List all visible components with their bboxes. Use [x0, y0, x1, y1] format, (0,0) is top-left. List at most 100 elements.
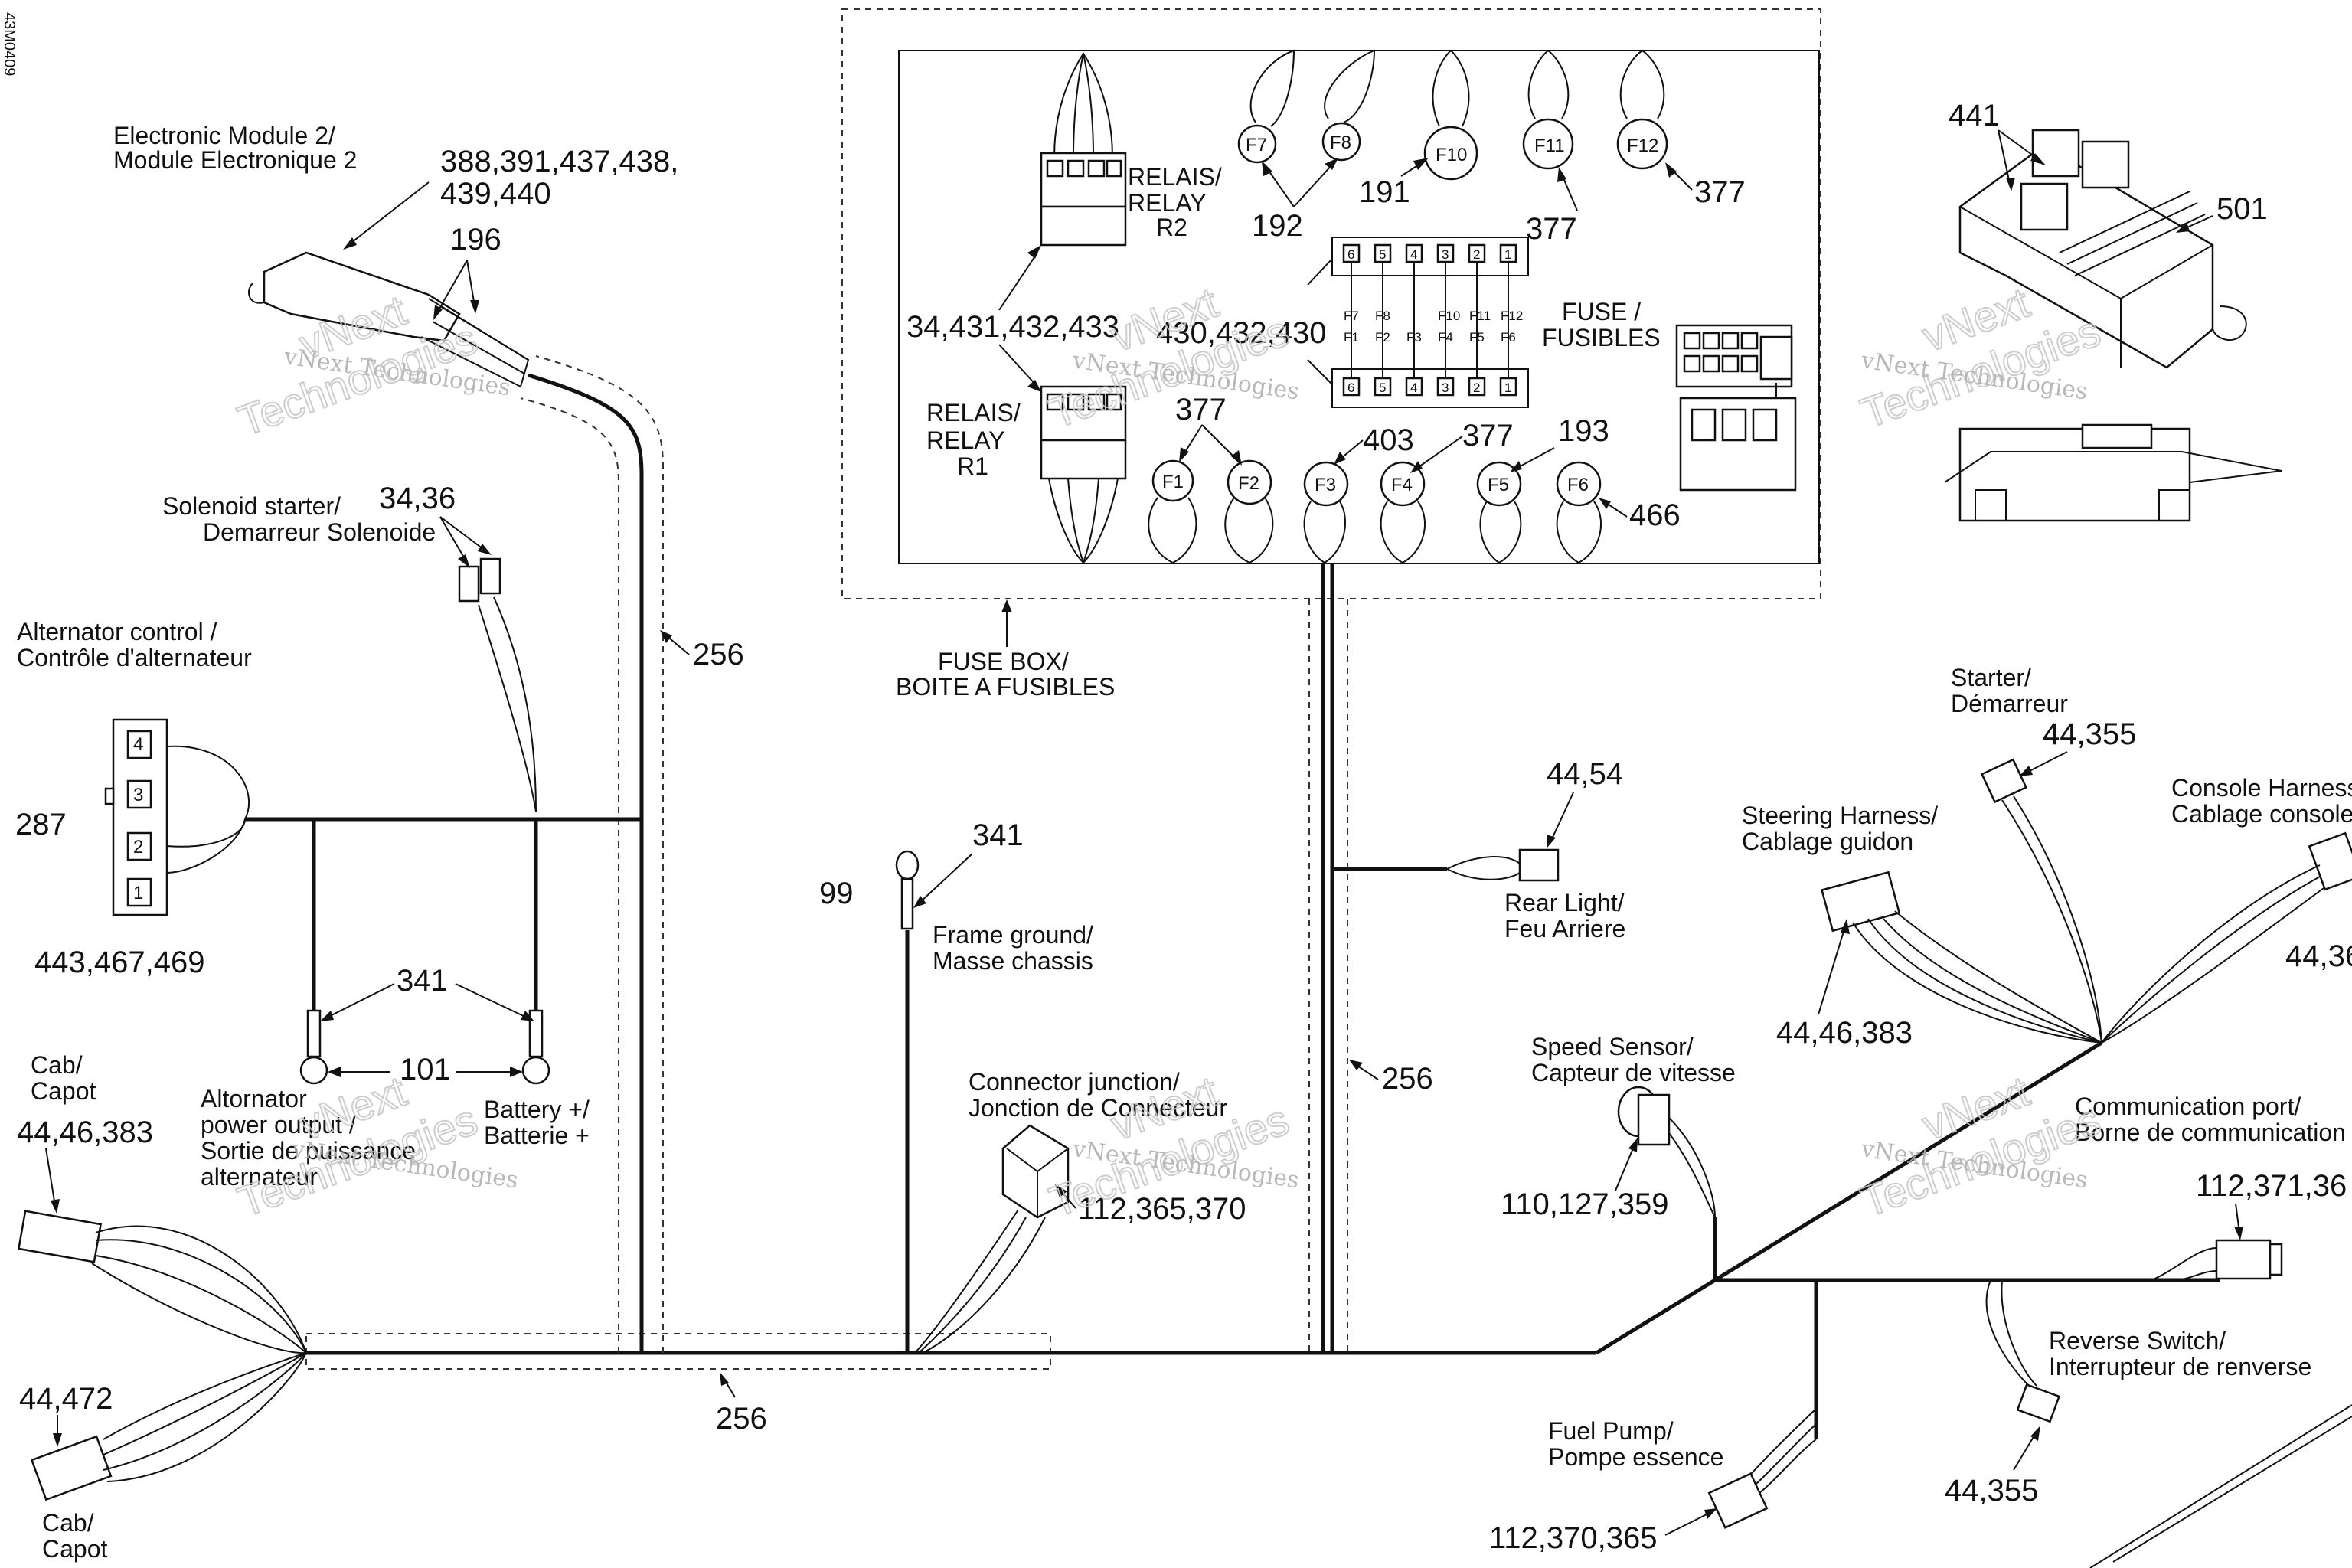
cab-top-refs: 44,46,383: [17, 1116, 153, 1149]
fuse-block-pin-bottom: [1405, 377, 1423, 397]
console-label: Console Harness/: [2171, 774, 2352, 802]
capot-bottom-label: Capot: [42, 1535, 108, 1563]
svg-text:F1: F1: [1162, 472, 1184, 492]
bottom-fuses: F1 F2 F3 F4 F5: [1148, 459, 1602, 564]
starter-refs: 44,355: [2043, 717, 2136, 751]
ref-99: 99: [819, 877, 854, 910]
starter-label: Starter/: [1951, 664, 2031, 691]
communication-port-connector: [2151, 1239, 2283, 1282]
fuse-block-pin-top-label: 5: [1379, 247, 1386, 262]
rear-light-connector: [1446, 848, 1560, 882]
svg-text:F4: F4: [1391, 475, 1413, 495]
fuse-block-pin-bottom-label: 4: [1410, 381, 1417, 395]
em2-refs-1: 388,391,437,438,: [440, 145, 678, 178]
fuse-block-pin-bottom-label: 5: [1379, 381, 1386, 395]
alt-refs: 443,467,469: [34, 946, 204, 979]
fuse-box-label: FUSE BOX/: [938, 648, 1069, 675]
relay-r1: [1040, 385, 1127, 564]
ring-terminal-battery: [521, 1009, 550, 1085]
fuse-f1: F1: [1148, 459, 1197, 564]
fuse-block-pin-bottom: [1436, 377, 1455, 397]
alt-power-label-2: power output /: [201, 1111, 356, 1138]
frame-ground-label-fr: Masse chassis: [933, 947, 1093, 975]
frame-ground-label: Frame ground/: [933, 921, 1093, 949]
solenoid-label: Solenoid starter/: [162, 492, 341, 520]
conn-junction-label: Connector junction/: [969, 1068, 1180, 1096]
fuse-block-pin-top-label: 3: [1442, 247, 1449, 262]
fuse-block-pin-bottom-label: 3: [1442, 381, 1449, 395]
alt-power-label-3: Sortie de puissance: [201, 1137, 416, 1165]
electronic-module-2: [248, 251, 530, 388]
fuse-f4: F4: [1380, 461, 1426, 564]
ref-377-top-1: 377: [1526, 212, 1577, 246]
fuse-block-pin-bottom-label: 1: [1504, 381, 1511, 395]
conn-junction-label-fr: Jonction de Connecteur: [969, 1094, 1227, 1122]
fuse-f7: F7: [1237, 49, 1295, 164]
fuse-f11: F11: [1522, 49, 1574, 170]
fuse-f6: F6: [1556, 461, 1602, 564]
solenoid-refs: 34,36: [379, 482, 456, 515]
fuse-block-col-bottom-label: F3: [1406, 330, 1422, 345]
svg-text:F3: F3: [1315, 475, 1336, 495]
ref-196: 196: [450, 223, 501, 256]
cab-connector-top: [17, 1210, 307, 1354]
svg-text:2: 2: [133, 837, 143, 858]
frame-edge-line-2: [2112, 1416, 2352, 1563]
drawing-id: 43M0409: [1, 12, 18, 76]
fuse-block-col-top-label: F10: [1438, 309, 1460, 323]
reverse-switch-connector: [1985, 1279, 2061, 1423]
speed-sensor-label: Speed Sensor/: [1531, 1033, 1694, 1060]
alt-ctrl-label-fr: Contrôle d'alternateur: [17, 644, 252, 671]
fuse-block-col-bottom-label: F4: [1438, 330, 1453, 345]
ref-256-a: 256: [693, 638, 744, 671]
reverse-label: Reverse Switch/: [2049, 1327, 2226, 1354]
fuse-connector-part: [1675, 324, 1797, 492]
cab-top-label: Cab/: [31, 1051, 83, 1079]
svg-text:F7: F7: [1246, 135, 1267, 155]
svg-text:F2: F2: [1238, 473, 1259, 494]
ref-191: 191: [1359, 175, 1410, 209]
relay-r2-label: RELAIS/: [1128, 163, 1222, 191]
fuse-block-pin-top-label: 1: [1504, 247, 1511, 262]
steering-label: Steering Harness/: [1742, 802, 1938, 829]
fuel-refs: 112,370,365: [1489, 1521, 1657, 1555]
fuse-f5: F5: [1476, 461, 1522, 564]
ref-501: 501: [2216, 192, 2268, 226]
fuse-refs-mid: 430,432,430: [1156, 316, 1326, 350]
fuse-block-pin-bottom: [1342, 377, 1361, 397]
speed-refs: 110,127,359: [1501, 1187, 1668, 1221]
ref-287: 287: [15, 808, 67, 841]
watermarks: vNext Technologies vNext Technologies vN…: [231, 277, 2108, 1227]
console-harness-connector: [2101, 831, 2352, 1044]
ref-256-c: 256: [1382, 1062, 1433, 1096]
fuse-block-col-bottom-label: F2: [1375, 330, 1390, 345]
fuse-title-fr: FUSIBLES: [1542, 324, 1661, 351]
fuel-pump-label-fr: Pompe essence: [1548, 1443, 1723, 1471]
fuel-pump-label: Fuel Pump/: [1548, 1417, 1674, 1445]
relay-r1-label: RELAIS/: [926, 399, 1021, 426]
ref-193: 193: [1558, 414, 1609, 448]
svg-text:F8: F8: [1330, 132, 1351, 153]
fuse-block-col-top-label: F8: [1375, 309, 1390, 323]
fuse-box-label-fr: BOITE A FUSIBLES: [896, 673, 1115, 701]
conn-junction-refs: 112,365,370: [1078, 1192, 1246, 1226]
fuse-block-col-top-label: F11: [1469, 309, 1491, 323]
fuse-f10: F10: [1423, 49, 1478, 181]
fuse-block-pin-top-label: 6: [1348, 247, 1354, 262]
steering-refs: 44,46,383: [1776, 1016, 1913, 1050]
fuse-block-pin-top-label: 4: [1410, 247, 1417, 262]
solenoid-starter-connector: [458, 557, 537, 812]
fuse-box-3d-view: [1944, 129, 2282, 522]
main-harness: [245, 355, 2220, 1439]
battery-label: Battery +/: [484, 1096, 590, 1123]
ref-441: 441: [1949, 99, 2000, 132]
em2-label: Electronic Module 2/: [113, 122, 335, 149]
alternator-control-connector: 4 3 2 1: [104, 718, 250, 916]
fuse-block-pin-bottom-label: 6: [1348, 381, 1354, 395]
steering-harness-connector: [1821, 871, 2102, 1044]
ref-403: 403: [1363, 423, 1414, 457]
cab-bottom-label: Cab/: [42, 1509, 94, 1537]
em2-refs-2: 439,440: [440, 177, 551, 211]
ring-terminal-alternator: [299, 1009, 328, 1085]
